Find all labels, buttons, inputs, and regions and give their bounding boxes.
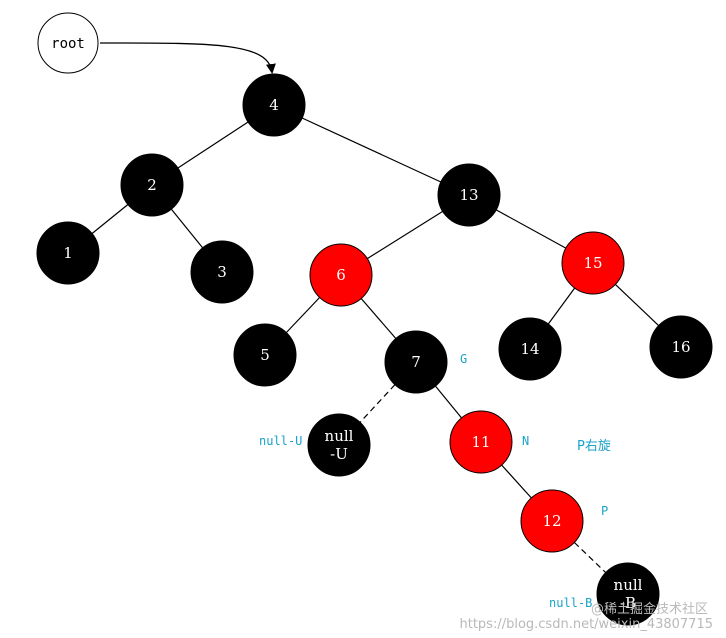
node-label: 4 bbox=[269, 96, 279, 114]
node-label: 1 bbox=[63, 244, 73, 262]
node-label: 11 bbox=[471, 433, 490, 451]
tree-node-n7: 7 bbox=[384, 330, 448, 394]
node-label: 14 bbox=[520, 340, 539, 358]
edge-n11-n12 bbox=[501, 464, 532, 499]
black-node-circle bbox=[242, 73, 306, 137]
black-node-circle bbox=[307, 413, 371, 477]
black-node-circle bbox=[36, 221, 100, 285]
root-arrow bbox=[99, 42, 276, 74]
black-node-circle bbox=[190, 240, 254, 304]
node-label: 13 bbox=[459, 186, 478, 204]
watermark-site: @稀土掘金技术社区 bbox=[591, 601, 708, 617]
annotation-null-b: null-B bbox=[549, 596, 592, 610]
tree-edges bbox=[91, 117, 660, 573]
black-node-circle bbox=[384, 330, 448, 394]
tree-node-n2: 2 bbox=[120, 153, 184, 217]
annotation-p: P bbox=[601, 504, 608, 518]
node-label: 6 bbox=[336, 266, 346, 284]
black-node-circle bbox=[437, 163, 501, 227]
tree-node-n3: 3 bbox=[190, 240, 254, 304]
annotation-n: N bbox=[522, 434, 529, 448]
tree-node-n15: 15 bbox=[561, 231, 625, 295]
node-label: 3 bbox=[217, 263, 227, 281]
watermark: @稀土掘金技术社区 https://blog.csdn.net/weixin_4… bbox=[459, 601, 713, 632]
node-label: null-U bbox=[325, 427, 354, 463]
edge-n15-n16 bbox=[614, 283, 660, 327]
red-node-circle bbox=[520, 489, 584, 553]
tree-node-n5: 5 bbox=[233, 323, 297, 387]
black-node-circle bbox=[596, 562, 660, 626]
annotation-rotate: P右旋 bbox=[577, 439, 611, 454]
edge-n12-nB bbox=[573, 542, 607, 573]
tree-node-n4: 4 bbox=[242, 73, 306, 137]
node-label: 2 bbox=[147, 176, 157, 194]
root-pointer: root bbox=[37, 12, 276, 74]
node-label: 5 bbox=[260, 346, 270, 364]
black-node-circle bbox=[498, 317, 562, 381]
edge-n13-n15 bbox=[495, 209, 567, 249]
annotation-g: G bbox=[460, 352, 467, 366]
edge-n7-n11 bbox=[435, 385, 462, 419]
black-node-circle bbox=[120, 153, 184, 217]
black-node-circle bbox=[649, 315, 713, 379]
root-circle bbox=[37, 12, 99, 74]
watermark-url: https://blog.csdn.net/weixin_43807715 bbox=[459, 617, 713, 632]
black-node-circle bbox=[233, 323, 297, 387]
tree-node-n11: 11 bbox=[449, 410, 513, 474]
edge-n6-n7 bbox=[360, 298, 397, 339]
tree-node-n14: 14 bbox=[498, 317, 562, 381]
tree-node-nU: null-U bbox=[307, 413, 371, 477]
tree-node-nB: null-B bbox=[596, 562, 660, 626]
tree-node-n6: 6 bbox=[309, 243, 373, 307]
tree-node-n16: 16 bbox=[649, 315, 713, 379]
annotation-null-u: null-U bbox=[259, 434, 302, 448]
edge-n13-n6 bbox=[366, 210, 444, 260]
edge-n7-nU bbox=[359, 384, 396, 423]
tree-node-n13: 13 bbox=[437, 163, 501, 227]
root-label: root bbox=[51, 36, 85, 52]
annotations: G N P null-U null-B P右旋 bbox=[259, 352, 611, 610]
edge-n15-n14 bbox=[547, 287, 576, 325]
node-label: 7 bbox=[411, 353, 421, 371]
edge-n2-n1 bbox=[91, 204, 129, 234]
edge-n6-n5 bbox=[285, 297, 321, 333]
edge-n4-n2 bbox=[177, 121, 249, 169]
tree-node-n12: 12 bbox=[520, 489, 584, 553]
red-node-circle bbox=[309, 243, 373, 307]
node-label: null-B bbox=[614, 576, 643, 612]
edge-n4-n13 bbox=[301, 117, 442, 183]
red-node-circle bbox=[561, 231, 625, 295]
tree-node-n1: 1 bbox=[36, 221, 100, 285]
node-label: 16 bbox=[671, 338, 690, 356]
node-label: 12 bbox=[542, 512, 561, 530]
red-node-circle bbox=[449, 410, 513, 474]
node-label: 15 bbox=[583, 254, 602, 272]
edge-n2-n3 bbox=[170, 208, 204, 249]
